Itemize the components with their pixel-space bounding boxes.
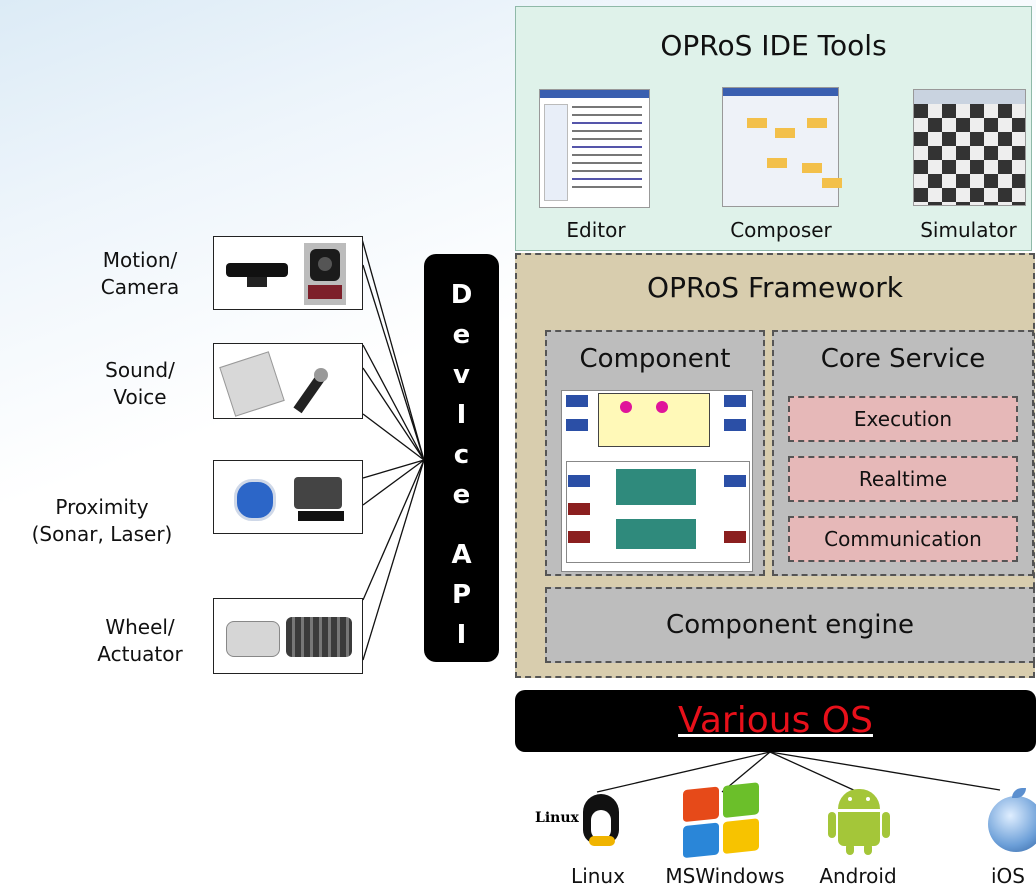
tool-label-simulator: Simulator [920,218,1017,242]
device-label-line: Camera [100,275,180,299]
windows-logo-icon [683,782,763,860]
device-label-line: Voice [113,385,167,409]
tool-label-composer: Composer [730,218,832,242]
component-box: Component [545,330,765,576]
device-box-wheel [213,598,363,674]
api-letter: I [456,620,467,650]
various-os-text: Various OS [678,700,873,741]
simulator-screenshot [913,89,1026,206]
linux-logo: Linux [535,794,635,850]
core-service-title: Core Service [820,344,986,374]
device-box-motion [213,236,363,310]
various-os-title: Various OS [515,700,1036,741]
os-label-mswindows: MSWindows [665,864,785,888]
api-letter: I [456,400,467,430]
ide-tools-panel: OPRoS IDE Tools Editor Composer Simulato… [515,6,1032,251]
device-label-line: Wheel/ [105,615,175,639]
api-letter: e [452,320,471,350]
tux-penguin-icon [583,794,619,846]
core-item-execution: Execution [788,396,1018,442]
linux-logo-text: Linux [535,810,579,826]
api-letter: c [453,440,470,470]
various-os-bar [515,690,1036,752]
os-label-linux: Linux [571,864,625,888]
voice-module-image [219,351,285,417]
tool-label-editor: Editor [566,218,626,242]
core-item-communication: Communication [788,516,1018,562]
core-item-realtime: Realtime [788,456,1018,502]
device-label-line: (Sonar, Laser) [31,522,173,546]
api-letter: v [453,360,470,390]
component-engine-box: Component engine [545,587,1035,663]
api-letter: D [450,280,473,310]
webcam-image [304,243,346,305]
device-label-line: Motion/ [102,248,178,272]
ide-title: OPRoS IDE Tools [660,29,887,62]
os-label-ios: iOS [991,864,1025,888]
framework-panel: OPRoS Framework Component Core Service E… [515,253,1035,678]
editor-screenshot [539,89,650,208]
android-logo-icon [828,785,888,855]
device-label-line: Actuator [97,642,183,666]
kinect-sensor-image [226,263,288,277]
actuator-image [286,617,352,657]
wheel-image [226,621,280,657]
device-box-proximity [213,460,363,534]
device-label-wheel: Wheel/ Actuator [80,614,200,668]
composer-screenshot [722,87,839,207]
component-diagram [561,390,753,572]
laser-sensor-image [294,477,342,509]
api-letter: P [451,580,472,610]
device-label-motion: Motion/ Camera [80,247,200,301]
component-title: Component [579,344,731,374]
api-letter: A [451,540,472,570]
device-api-bar: D e v I c e A P I [424,254,499,662]
core-service-box: Core Service Execution Realtime Communic… [772,330,1034,576]
os-label-android: Android [819,864,897,888]
device-label-line: Proximity [55,495,149,519]
api-letter: e [452,480,471,510]
device-label-sound: Sound/ Voice [80,357,200,411]
device-label-line: Sound/ [105,358,175,382]
framework-title: OPRoS Framework [647,271,903,304]
apple-logo-icon [988,788,1036,852]
device-box-sound [213,343,363,419]
sonar-sensor-image [234,479,276,521]
device-label-proximity: Proximity (Sonar, Laser) [4,494,200,548]
